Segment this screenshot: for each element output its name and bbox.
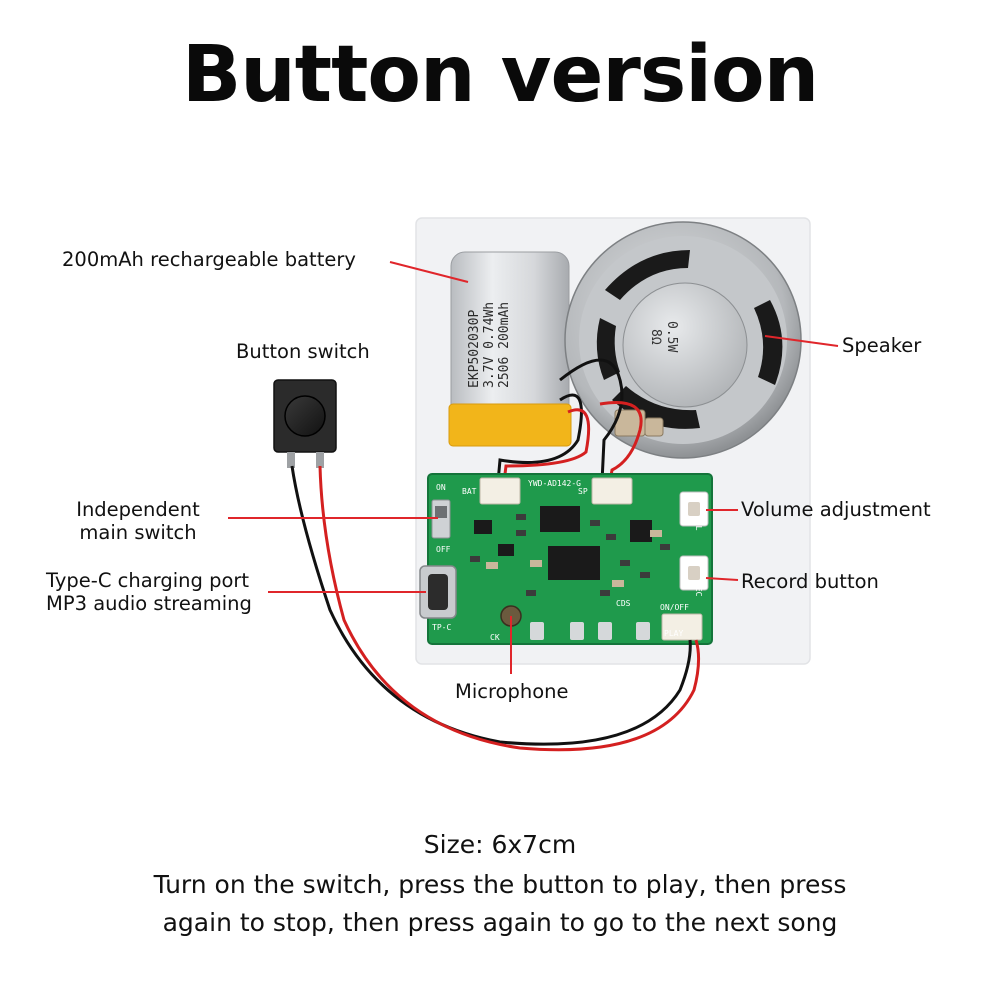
label-typec-line2: MP3 audio streaming xyxy=(46,592,252,615)
callout-line-battery xyxy=(389,261,469,283)
pcb-text-ck: CK xyxy=(490,633,500,642)
battery-print-3: 2506 200mAh xyxy=(497,302,512,388)
speaker: 0.5W 8Ω xyxy=(564,221,802,459)
label-main-switch-line1: Independent xyxy=(76,498,200,521)
label-typec: Type-C charging port MP3 audio streaming xyxy=(46,569,252,615)
pcb-text-typec: TP-C xyxy=(432,623,451,632)
pcb-text-play: PLAY xyxy=(664,629,683,638)
label-volume: Volume adjustment xyxy=(741,498,931,521)
pcb-text-rec: REC xyxy=(694,582,703,597)
speaker-print-2: 8Ω xyxy=(648,329,663,345)
label-typec-line1: Type-C charging port xyxy=(46,569,250,592)
internal-wires xyxy=(496,358,643,483)
pcb-board: ON OFF BAT SP YWD-AD142-G VOL REC TP-C O… xyxy=(419,473,713,645)
battery-print-1: EKP502030P xyxy=(467,310,482,388)
battery: EKP502030P 3.7V 0.74Wh 2506 200mAh xyxy=(448,251,572,447)
label-main-switch-line2: main switch xyxy=(79,521,197,544)
instruction-line-2: again to stop, then press again to go to… xyxy=(162,908,838,937)
page-title: Button version xyxy=(181,30,819,120)
callout-line-speaker xyxy=(764,335,839,347)
pcb-text-sp: SP xyxy=(578,487,588,496)
label-button-switch: Button switch xyxy=(236,340,370,363)
pcb-text-on: ON xyxy=(436,483,446,492)
battery-print-2: 3.7V 0.74Wh xyxy=(482,302,497,388)
pcb-text-off: OFF xyxy=(436,545,451,554)
label-main-switch: Independent main switch xyxy=(58,498,218,544)
label-microphone: Microphone xyxy=(455,680,569,703)
label-record: Record button xyxy=(741,570,879,593)
pcb-text-bat: BAT xyxy=(462,487,477,496)
pcb-text-onoff: ON/OFF xyxy=(660,603,689,612)
speaker-print-1: 0.5W xyxy=(664,321,679,352)
external-wires xyxy=(290,465,701,752)
pcb-text-model: YWD-AD142-G xyxy=(528,479,581,488)
instruction-line-1: Turn on the switch, press the button to … xyxy=(153,870,847,899)
label-battery: 200mAh rechargeable battery xyxy=(62,248,356,271)
pcb-text-vol: VOL xyxy=(694,516,703,531)
pcb-text-cds: CDS xyxy=(616,599,631,608)
callout-line-record xyxy=(705,577,739,581)
callout-lines xyxy=(228,261,839,674)
label-speaker: Speaker xyxy=(842,334,922,357)
size-text: Size: 6x7cm xyxy=(423,830,577,859)
push-button-switch xyxy=(273,379,337,468)
